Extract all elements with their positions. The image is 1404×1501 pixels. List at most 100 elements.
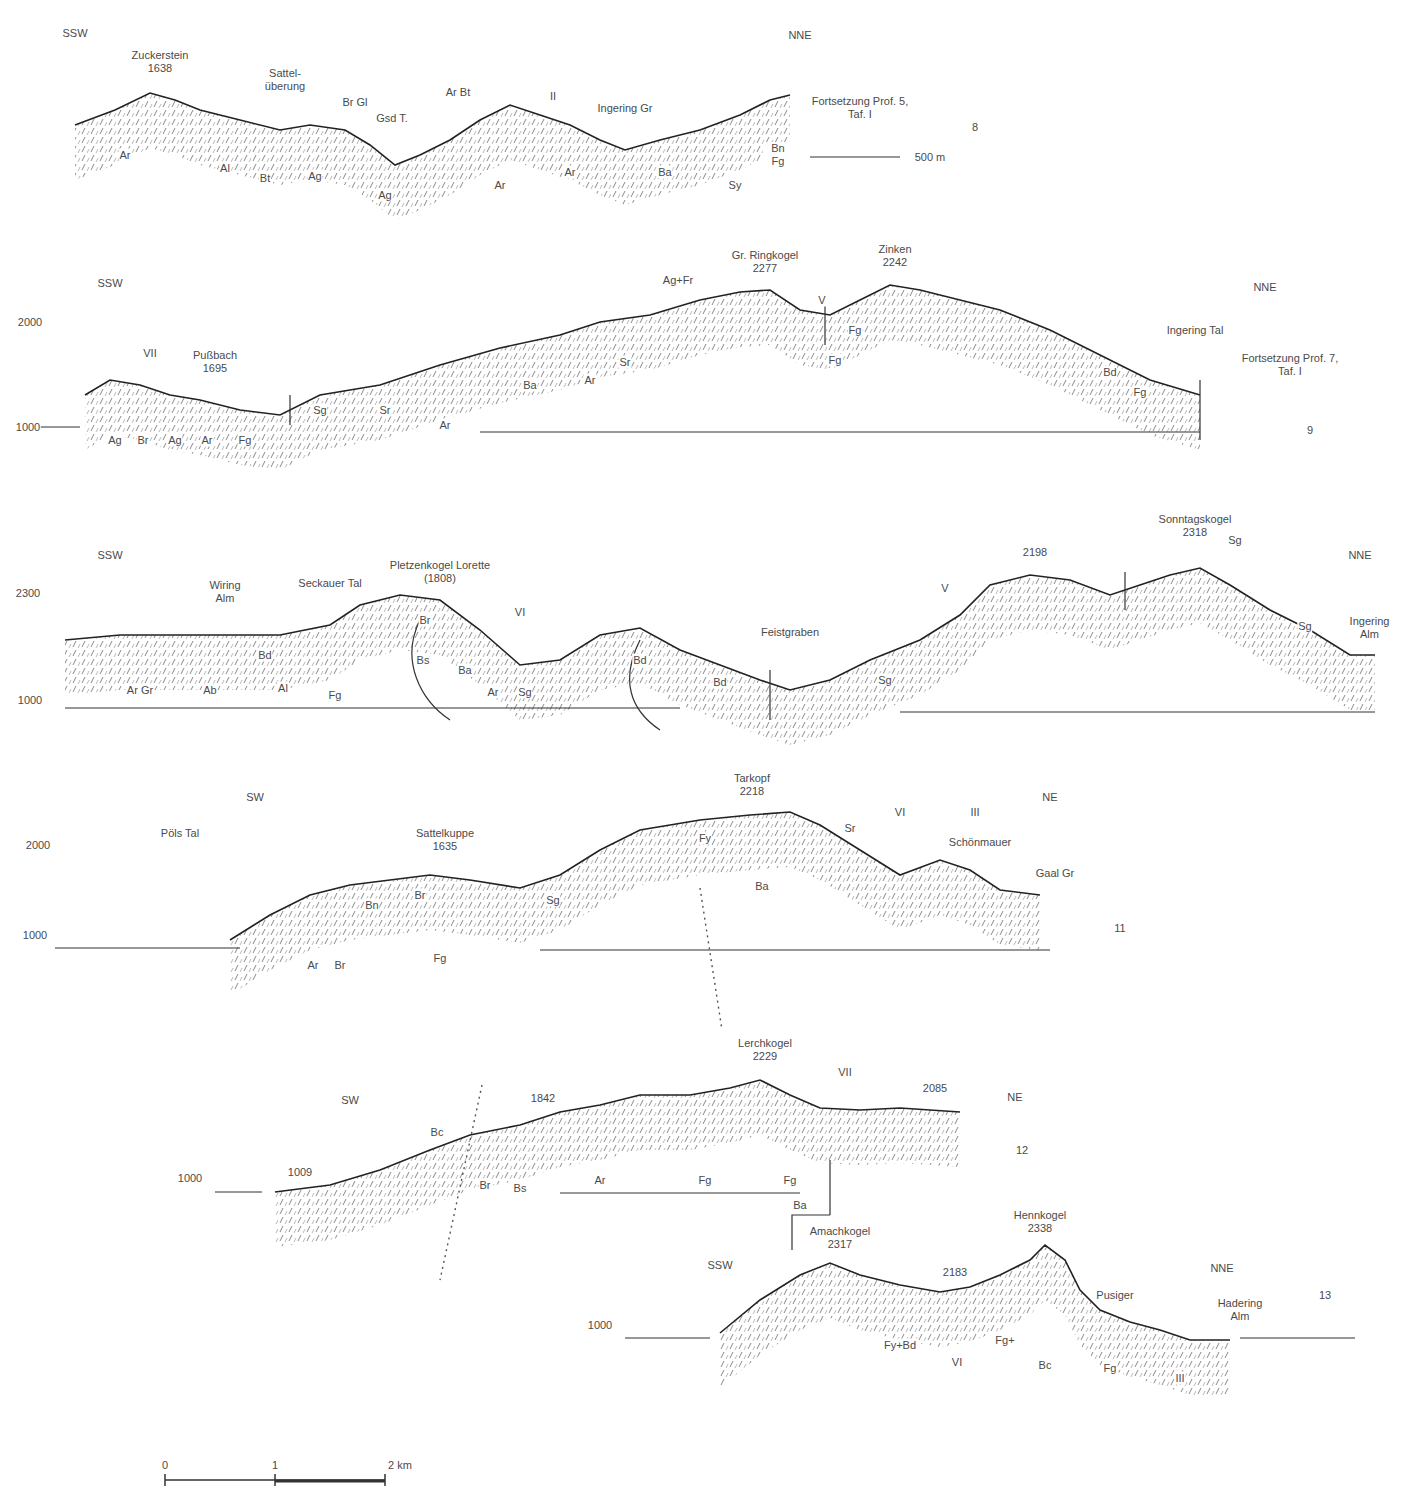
base-line xyxy=(65,708,1375,712)
section-label: Ba xyxy=(792,1199,807,1212)
section-label: 1842 xyxy=(530,1092,556,1105)
section-label: Zuckerstein 1638 xyxy=(124,49,196,75)
section-label: V xyxy=(940,582,949,595)
section-label: Sg xyxy=(1227,534,1242,547)
section-label: Sr xyxy=(619,356,632,369)
section-label: 2183 xyxy=(942,1266,968,1279)
section-label: SSW xyxy=(61,27,88,40)
section-label: V xyxy=(817,294,826,307)
rock-body xyxy=(75,93,790,220)
section-label: SSW xyxy=(96,277,123,290)
section-label: Bt xyxy=(259,172,271,185)
rock-body xyxy=(720,1245,1230,1395)
section-label: Sg xyxy=(545,894,560,907)
fault-marker xyxy=(290,300,1125,720)
section-label: 2000 xyxy=(17,316,43,329)
section-label: 0 xyxy=(161,1459,169,1472)
section-label: Ab xyxy=(202,684,217,697)
base-lines xyxy=(22,157,1375,1338)
section-label: Fg xyxy=(1103,1362,1118,1375)
section-label: Fg xyxy=(848,324,863,337)
terrain-profile xyxy=(230,812,1040,940)
section-label: VI xyxy=(894,806,906,819)
terrain-profile xyxy=(65,568,1375,690)
section-label: 1009 xyxy=(287,1166,313,1179)
section-label: Fortsetzung Prof. 7, Taf. I xyxy=(1234,352,1346,378)
section-label: Fortsetzung Prof. 5, Taf. I xyxy=(804,95,916,121)
section-label: NE xyxy=(1041,791,1058,804)
section-label: 2000 xyxy=(25,839,51,852)
section-label: Fy xyxy=(698,832,712,845)
section-label: Lerchkogel 2229 xyxy=(729,1037,801,1063)
section-label: Bd xyxy=(257,649,272,662)
section-label: Ar xyxy=(439,419,452,432)
section-label: 12 xyxy=(1015,1144,1029,1157)
base-line xyxy=(215,1192,800,1193)
section-label: 13 xyxy=(1318,1289,1332,1302)
terrain-profile xyxy=(85,285,1200,415)
section-label: Ba xyxy=(754,880,769,893)
section-label: 1 xyxy=(271,1459,279,1472)
section-label: 1000 xyxy=(17,694,43,707)
section-label: Ar xyxy=(201,434,214,447)
section-label: NNE xyxy=(1252,281,1277,294)
section-label: 1000 xyxy=(22,929,48,942)
section-label: Al xyxy=(277,682,289,695)
terrain-profile xyxy=(720,1245,1230,1340)
section-label: 1000 xyxy=(15,421,41,434)
section-label: Bd xyxy=(712,676,727,689)
base-line xyxy=(625,1337,1355,1338)
section-label: Fy+Bd xyxy=(883,1339,917,1352)
section-label: 2300 xyxy=(15,587,41,600)
section-label: Sattelkuppe 1635 xyxy=(409,827,481,853)
section-label: Hadering Alm xyxy=(1209,1297,1271,1323)
section-label: 1000 xyxy=(177,1172,203,1185)
section-label: Ar xyxy=(594,1174,607,1187)
section-label: Sg xyxy=(877,674,892,687)
section-label: Ag xyxy=(307,170,322,183)
section-label: Sattel- überung xyxy=(254,67,316,93)
base-line xyxy=(55,948,1050,950)
section-label: 11 xyxy=(1113,922,1126,935)
section-label: NNE xyxy=(787,29,812,42)
section-label: Ar xyxy=(584,374,597,387)
section-label: Sr xyxy=(844,822,857,835)
section-label: Pletzenkogel Lorette (1808) xyxy=(384,559,496,585)
section-label: VII xyxy=(837,1066,852,1079)
section-label: Br xyxy=(137,434,150,447)
section-label: Br xyxy=(334,959,347,972)
scale-line xyxy=(810,156,900,157)
section-label: Bd xyxy=(632,654,647,667)
section-label: 2198 xyxy=(1022,546,1048,559)
section-label: III xyxy=(969,806,980,819)
section-label: SW xyxy=(245,791,265,804)
section-label: Bc xyxy=(430,1126,445,1139)
section-label: NNE xyxy=(1209,1262,1234,1275)
correlation-line xyxy=(700,888,722,1030)
fold-line xyxy=(412,620,660,730)
section-label: Fg xyxy=(783,1174,798,1187)
section-label: Ba xyxy=(457,664,472,677)
section-label: Gr. Ringkogel 2277 xyxy=(719,249,811,275)
section-label: Br xyxy=(479,1179,492,1192)
section-label: SSW xyxy=(96,549,123,562)
section-label: Ba xyxy=(522,379,537,392)
section-label: Ar xyxy=(119,149,132,162)
section-label: II xyxy=(549,90,557,103)
section-label: Ar Gr xyxy=(126,684,154,697)
scale-bar xyxy=(165,1474,385,1486)
section-label: Ingering Gr xyxy=(594,102,656,115)
section-label: Sg xyxy=(312,404,327,417)
section-label: Ar xyxy=(564,166,577,179)
section-label: Pusiger xyxy=(1095,1289,1134,1302)
rock-body xyxy=(230,812,1040,995)
terrain-profile xyxy=(75,93,790,165)
section-label: SSW xyxy=(706,1259,733,1272)
rock-body xyxy=(65,568,1375,745)
section-label: Ag xyxy=(167,434,182,447)
section-label: 2 km xyxy=(387,1459,413,1472)
section-label: Hennkogel 2338 xyxy=(1004,1209,1076,1235)
section-label: Fg+ xyxy=(994,1334,1015,1347)
section-label: Ar xyxy=(307,959,320,972)
